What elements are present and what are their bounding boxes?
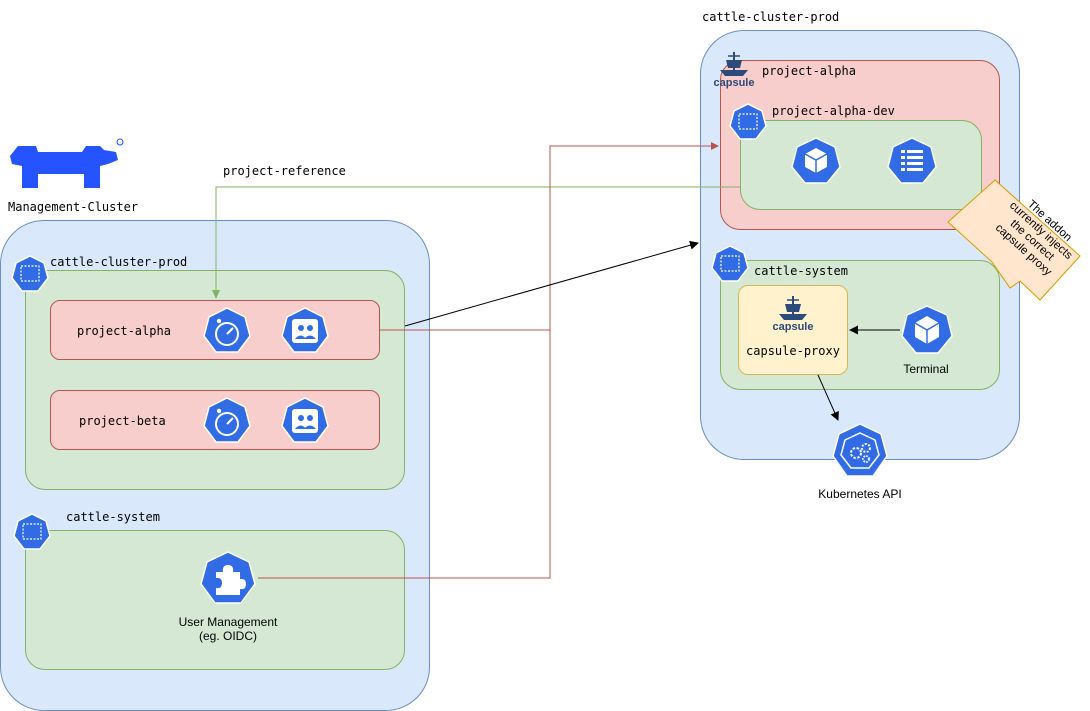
left-project-beta-label: project-beta [79,414,166,428]
right-cluster-title: cattle-cluster-prod [702,10,840,24]
left-namespace-label: cattle-cluster-prod [50,255,188,269]
quota-gauge-icon [203,397,251,443]
capsule-proxy-label: capsule-proxy [746,344,840,358]
svg-text:capsule: capsule [773,321,814,333]
svg-text:capsule: capsule [714,77,755,89]
right-cattle-system-label: cattle-system [754,264,848,278]
namespace-icon [11,255,49,292]
right-project-alpha-label: project-alpha [762,64,856,78]
user-management-label: User Management [178,615,278,629]
role-group-icon [281,397,329,443]
namespace-icon [13,513,51,550]
left-project-alpha-label: project-alpha [77,324,171,338]
user-management-sub-label: (eg. OIDC) [198,629,257,643]
project-to-capsule-edge [404,240,699,327]
capsule-logo-icon: capsule [714,52,755,89]
namespace-icon [729,103,767,140]
kubernetes-api-label: Kubernetes API [818,487,902,501]
left-cattle-system-label: cattle-system [66,510,160,524]
puzzle-plugin-icon [200,551,256,604]
project-alpha-dev-namespace[interactable] [740,120,982,210]
kubernetes-api-icon [832,423,888,477]
project-reference-label: project-reference [223,164,346,178]
terminal-pod-icon [901,305,953,354]
config-list-icon [887,137,937,184]
role-group-icon [281,307,329,353]
project-alpha-dev-label: project-alpha-dev [772,104,895,118]
management-cluster-label: Management-Cluster [8,200,139,214]
rancher-logo-icon [10,138,124,188]
pod-cube-icon [791,137,841,184]
namespace-icon [711,245,749,282]
capsule-logo-icon: capsule [773,296,814,333]
terminal-label: Terminal [903,362,949,376]
quota-gauge-icon [203,307,251,353]
